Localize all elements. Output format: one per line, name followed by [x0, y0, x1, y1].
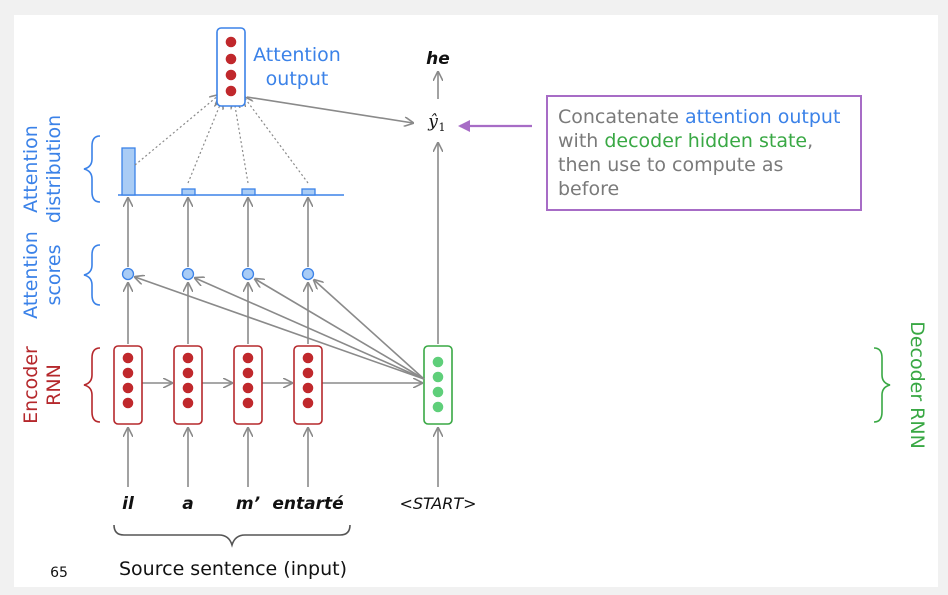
svg-text:1: 1: [439, 121, 446, 134]
source-word-2: a: [182, 494, 193, 514]
source-word-1: il: [122, 494, 135, 514]
note-text-2: with: [558, 130, 605, 152]
label-encoder-rnn: Encoder RNN: [20, 346, 65, 424]
source-brace: [113, 524, 351, 548]
label-attention-distribution: Attention distribution: [20, 115, 65, 223]
explanation-note: Concatenate attention output with decode…: [546, 95, 862, 211]
decoder-brace: [873, 347, 891, 423]
label-encoder-rnn-line1: Encoder: [20, 346, 42, 424]
label-attention-distribution-line2: distribution: [43, 115, 65, 223]
label-attention-output-line1: Attention: [253, 44, 341, 66]
note-decoder-hidden-state: decoder hidden state: [604, 130, 808, 152]
source-word-4: entarté: [272, 494, 344, 514]
source-word-3: m’: [236, 494, 260, 514]
weighted-sum-arrows: [134, 95, 309, 184]
prediction-y-hat: ŷ 1: [427, 112, 445, 134]
attention-distribution-bars: [118, 147, 344, 196]
encoder-brace: [83, 347, 101, 423]
encoder-to-score-arrows: [128, 283, 308, 344]
label-attention-output-line2: output: [266, 68, 329, 90]
label-decoder-rnn: Decoder RNN: [906, 321, 928, 449]
encoder-cell-1: [113, 345, 143, 425]
decoder-cell: [423, 345, 453, 425]
label-attention-scores-line2: scores: [43, 245, 65, 306]
attention-diagram: Attention distribution Attention scores …: [20, 27, 928, 581]
slide: Attention distribution Attention scores …: [14, 15, 938, 587]
label-encoder-rnn-line2: RNN: [43, 364, 65, 406]
svg-text:ŷ: ŷ: [427, 112, 438, 132]
label-attention-distribution-line1: Attention: [20, 125, 42, 213]
encoder-cell-4: [293, 345, 323, 425]
encoder-cell-3: [233, 345, 263, 425]
note-attention-output: attention output: [685, 106, 841, 128]
output-word: he: [426, 49, 450, 69]
page-number: 65: [50, 565, 68, 581]
encoder-cell-2: [173, 345, 203, 425]
score-to-distribution-arrows: [128, 198, 308, 267]
distribution-brace: [83, 135, 101, 203]
input-arrows: [128, 428, 438, 487]
label-attention-scores-line1: Attention: [20, 231, 42, 319]
attention-score-nodes: [121, 267, 315, 281]
start-token: <START>: [399, 494, 476, 513]
scores-brace: [83, 244, 101, 306]
label-attention-scores: Attention scores: [20, 231, 65, 319]
decoder-to-score-arrows: [135, 277, 425, 380]
label-source-sentence: Source sentence (input): [119, 558, 347, 580]
output-to-prediction-arrow: [246, 96, 413, 123]
note-text-1: Concatenate: [558, 106, 686, 128]
attention-output-cell: [216, 27, 246, 107]
note-text-3: , then use to compute as before: [558, 130, 814, 200]
